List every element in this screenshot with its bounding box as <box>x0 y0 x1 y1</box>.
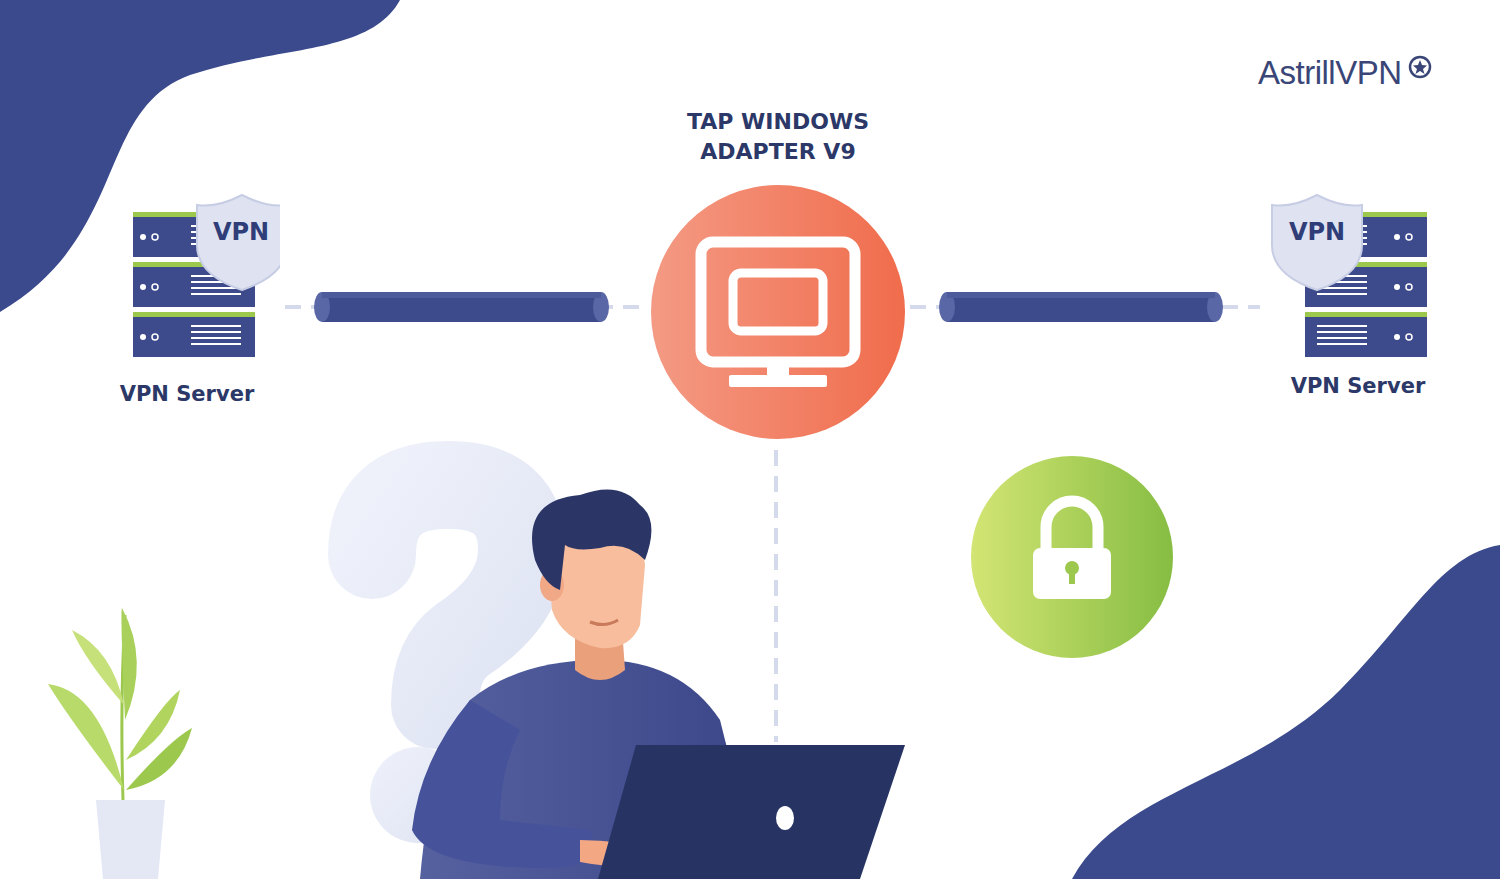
adapter-circle: TAP WINDOWS ADAPTER V9 <box>651 185 905 439</box>
laptop <box>598 745 905 879</box>
dashed-link <box>774 450 778 742</box>
tunnel-connector <box>910 292 1260 322</box>
corner-blob <box>0 0 400 312</box>
tunnel-connector <box>285 292 646 322</box>
adapter-circle-shape <box>651 185 905 439</box>
shield-label: VPN <box>1289 218 1345 246</box>
shield-label: VPN <box>213 218 269 246</box>
logo-star <box>1410 57 1430 77</box>
server-label: VPN Server <box>1291 374 1426 398</box>
adapter-heading: TAP WINDOWS ADAPTER V9 <box>673 107 883 167</box>
lock-icon <box>971 456 1173 658</box>
server-label: VPN Server <box>120 382 255 406</box>
vpn-server: VPN VPN Server <box>1265 190 1435 410</box>
vpn-server: VPN VPN Server <box>110 190 280 410</box>
plant <box>48 608 192 879</box>
brand-logo: AstrillVPN <box>1258 54 1402 92</box>
